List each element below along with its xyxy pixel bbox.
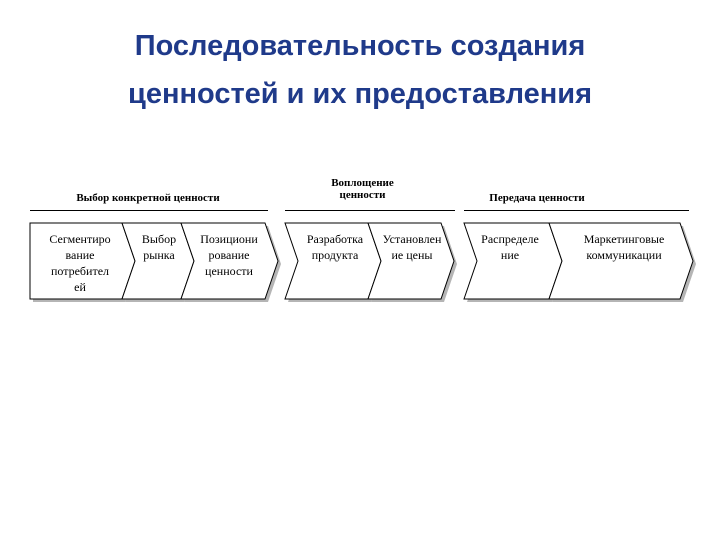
slide-title: Последовательность создания ценностей и … (0, 22, 720, 118)
step-label-market-choice: Выбор рынка (141, 232, 177, 262)
chevron-shape-marketing-communications (548, 222, 694, 300)
group-label-value-choice: Выбор конкретной ценности (76, 192, 220, 204)
step-label-positioning: Позициони рование ценности (200, 232, 258, 278)
chevron-shape-positioning (180, 222, 279, 300)
step-label-marketing-communications: Маркетинговые коммуникации (583, 232, 665, 262)
step-label-pricing: Установлен ие цены (382, 232, 442, 262)
chevron-shape-pricing (367, 222, 455, 300)
step-label-distribution: Распределе ние (481, 232, 539, 262)
slide-title-line-2: ценностей и их предоставления (128, 78, 592, 110)
group-label-value-embodiment: Воплощение ценности (295, 177, 430, 201)
group-underline-value-delivery (464, 210, 689, 211)
group-label-value-embodiment-line-2: ценности (339, 189, 386, 201)
group-underline-value-embodiment (285, 210, 455, 211)
step-label-product-development: Разработка продукта (306, 232, 364, 262)
group-underline-value-choice (30, 210, 268, 211)
group-label-value-delivery: Передача ценности (489, 192, 585, 204)
step-label-segmentation: Сегментиро вание потребител ей (49, 232, 111, 294)
group-label-value-embodiment-line-1: Воплощение (331, 177, 394, 189)
slide-title-line-1: Последовательность создания (134, 30, 586, 62)
